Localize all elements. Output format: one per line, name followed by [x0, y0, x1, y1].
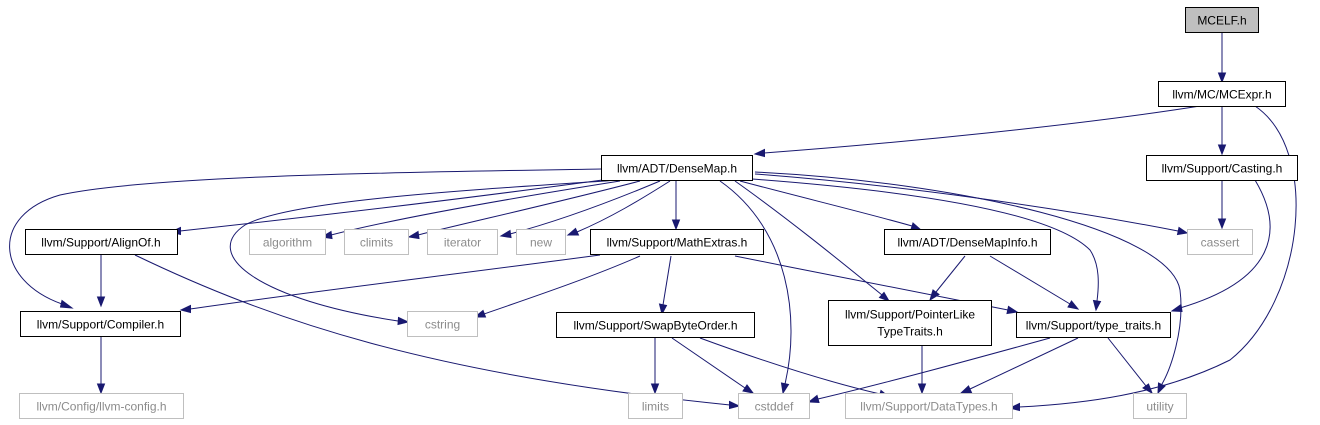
node-new[interactable]: new	[516, 229, 566, 255]
node-label: new	[530, 236, 552, 250]
edge-densemap-to-alignof	[169, 178, 611, 236]
node-algorithm[interactable]: algorithm	[249, 229, 326, 255]
node-label-line1: llvm/Support/PointerLike	[845, 308, 975, 322]
node-cassert[interactable]: cassert	[1187, 229, 1253, 255]
edge-densemap-to-mathextras	[671, 181, 681, 231]
edge-densemapinfo-to-typetraits	[989, 255, 1080, 310]
edge-swapbyteorder-to-limits	[650, 338, 660, 395]
node-swapbyteorder-h[interactable]: llvm/Support/SwapByteOrder.h	[556, 312, 755, 338]
edge-alignof-to-compiler	[96, 255, 106, 308]
node-label: llvm/Support/AlignOf.h	[41, 236, 160, 250]
node-label: llvm/Support/Casting.h	[1162, 162, 1283, 176]
node-label: cstring	[425, 318, 460, 332]
node-utility[interactable]: utility	[1133, 393, 1187, 419]
node-compiler-h[interactable]: llvm/Support/Compiler.h	[20, 311, 181, 337]
edge-densemap-to-utility	[754, 171, 1182, 395]
node-label: climits	[360, 236, 393, 250]
node-mathextras-h[interactable]: llvm/Support/MathExtras.h	[590, 229, 764, 255]
edge-mcexpr-to-datatypes	[1008, 105, 1297, 412]
node-label-line2: TypeTraits.h	[877, 325, 943, 339]
edge-typetraits-to-cstddef	[807, 337, 1051, 404]
node-label: llvm/Support/DataTypes.h	[860, 400, 997, 414]
edge-densemap-to-densemapinfo	[739, 180, 923, 231]
node-datatypes-h[interactable]: llvm/Support/DataTypes.h	[845, 393, 1013, 419]
edge-mathextras-to-compiler	[179, 254, 601, 314]
node-pointerliketypetraits-h[interactable]: llvm/Support/PointerLike TypeTraits.h	[828, 300, 992, 346]
edge-casting-to-cassert	[1217, 180, 1227, 230]
edge-typetraits-to-utility	[1107, 337, 1153, 395]
node-limits[interactable]: limits	[628, 393, 683, 419]
node-label: llvm/Support/type_traits.h	[1026, 319, 1161, 333]
edge-densemap-to-typetraits	[751, 178, 1102, 312]
node-mcexpr-h[interactable]: llvm/MC/MCExpr.h	[1158, 81, 1286, 107]
node-climits[interactable]: climits	[344, 229, 409, 255]
edge-mcexpr-to-casting	[1217, 106, 1227, 156]
edge-alignof-to-cstddef	[134, 254, 741, 410]
edge-pointerlike-to-datatypes	[917, 346, 927, 395]
node-label: llvm/MC/MCExpr.h	[1172, 88, 1271, 102]
node-label: algorithm	[263, 236, 312, 250]
node-densemapinfo-h[interactable]: llvm/ADT/DenseMapInfo.h	[884, 229, 1051, 255]
node-label: cstddef	[755, 400, 794, 414]
edge-densemap-to-new	[566, 180, 671, 236]
edge-mcexpr-to-densemap	[753, 105, 1201, 158]
node-label: llvm/Config/llvm-config.h	[36, 400, 166, 414]
node-typetraits-h[interactable]: llvm/Support/type_traits.h	[1016, 312, 1171, 338]
edge-mathextras-to-swapbyteorder	[658, 255, 672, 316]
node-label: llvm/Support/Compiler.h	[37, 318, 164, 332]
node-label: llvm/Support/SwapByteOrder.h	[573, 319, 737, 333]
edge-densemapinfo-to-pointerlike	[929, 255, 966, 302]
node-label: iterator	[444, 236, 481, 250]
node-iterator[interactable]: iterator	[427, 229, 498, 255]
edge-densemap-to-cassert	[754, 173, 1189, 236]
node-label: limits	[642, 400, 669, 414]
edge-compiler-to-llvmconfig	[96, 337, 106, 395]
node-cstring[interactable]: cstring	[407, 311, 478, 337]
edge-typetraits-to-datatypes	[959, 337, 1079, 394]
edge-densemap-to-cstddef	[719, 180, 792, 395]
node-mcelf-h[interactable]: MCELF.h	[1185, 7, 1259, 33]
node-cstddef[interactable]: cstddef	[738, 393, 810, 419]
node-label: llvm/ADT/DenseMapInfo.h	[897, 236, 1037, 250]
edge-swapbyteorder-to-cstddef	[671, 337, 755, 394]
edge-densemap-to-compiler	[9, 168, 603, 309]
edge-mathextras-to-cstring	[473, 255, 641, 318]
node-label: utility	[1146, 400, 1173, 414]
edge-densemap-to-pointerlike	[734, 180, 891, 302]
node-label: MCELF.h	[1197, 14, 1246, 28]
edge-densemap-to-cstring	[229, 179, 621, 326]
edge-mcelf-to-mcexpr	[1217, 33, 1227, 84]
node-densemap-h[interactable]: llvm/ADT/DenseMap.h	[601, 155, 753, 181]
node-casting-h[interactable]: llvm/Support/Casting.h	[1146, 155, 1298, 181]
node-llvm-config-h[interactable]: llvm/Config/llvm-config.h	[19, 393, 184, 419]
node-label: cassert	[1201, 236, 1240, 250]
node-label: llvm/ADT/DenseMap.h	[617, 162, 737, 176]
node-label: llvm/Support/MathExtras.h	[607, 236, 748, 250]
node-alignof-h[interactable]: llvm/Support/AlignOf.h	[25, 229, 178, 255]
